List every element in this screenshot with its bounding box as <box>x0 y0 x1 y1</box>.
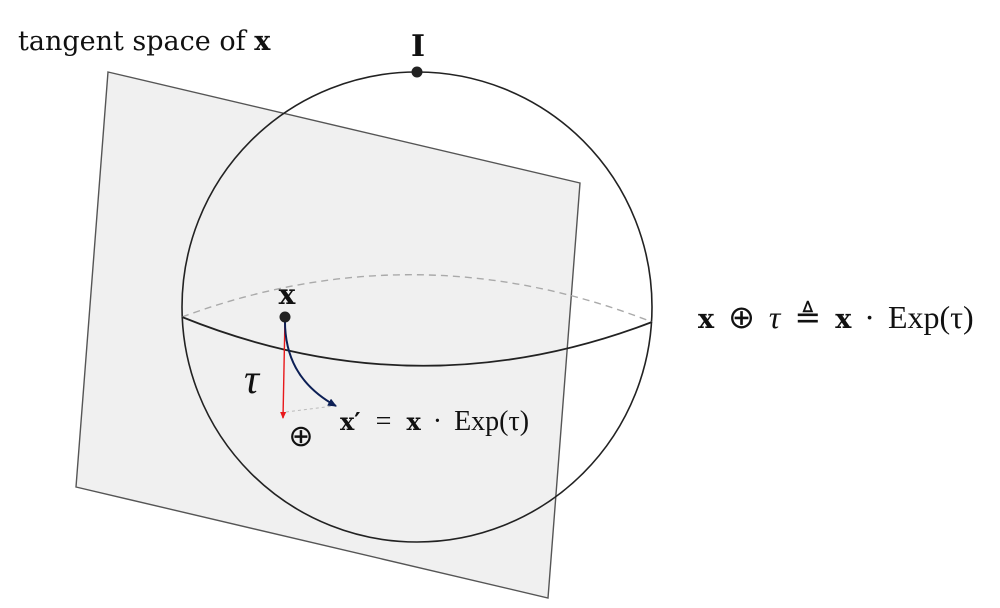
point-x <box>279 311 291 323</box>
equator-back-dashed <box>181 274 653 323</box>
identity-point <box>411 66 423 78</box>
identity-label: I <box>411 29 425 64</box>
tangent-plane <box>75 71 581 599</box>
tangent-vector-label: τ <box>244 357 261 403</box>
equator-front <box>181 316 653 367</box>
oplus-symbol: ⊕ <box>288 420 313 453</box>
retraction-connector-dashed <box>285 405 335 413</box>
point-x-label: x <box>279 278 296 311</box>
definition-equation: x ⊕ τ ≜ x · Exp(τ) <box>698 299 974 335</box>
tangent-space-label: tangent space of x <box>18 26 271 57</box>
retraction-equation: x′ = x · Exp(τ) <box>340 406 529 437</box>
geodesic-curve-arrow <box>283 316 337 407</box>
tangent-space-var: x <box>254 26 271 57</box>
